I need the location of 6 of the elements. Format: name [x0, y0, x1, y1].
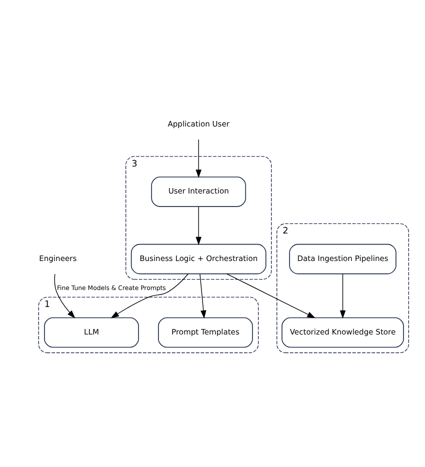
arrow: [196, 138, 202, 178]
arrow: [200, 273, 206, 318]
arrow: [54, 273, 76, 318]
arrow: [110, 273, 189, 318]
arrow: [340, 273, 346, 318]
arrow: [196, 206, 202, 245]
